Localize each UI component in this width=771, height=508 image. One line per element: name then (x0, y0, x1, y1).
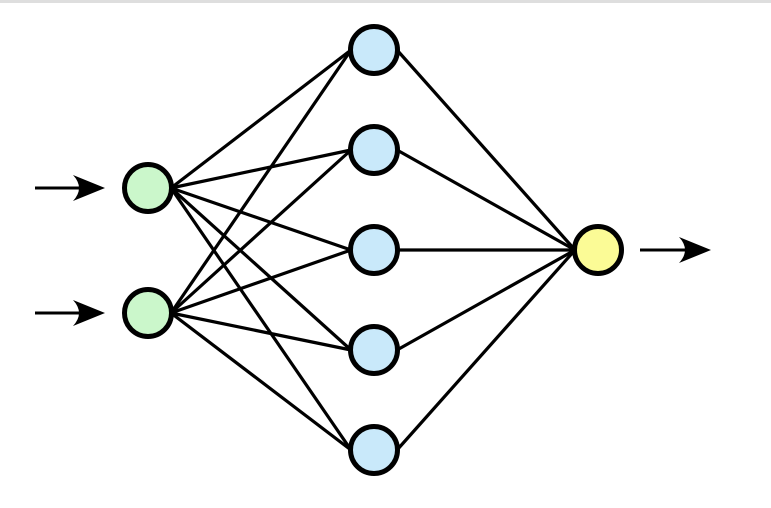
edge-input-2-to-hidden-1 (169, 49, 353, 314)
input-arrow-1-head (73, 175, 105, 201)
input-1-node (122, 162, 174, 214)
edge-hidden-5-to-output-1 (395, 248, 577, 452)
hidden-5-node (348, 424, 400, 476)
hidden-3-node (348, 224, 400, 276)
edge-input-2-to-hidden-5 (170, 311, 352, 452)
output-1-node (572, 224, 624, 276)
edge-input-2-to-hidden-2 (169, 148, 353, 315)
input-2-node (122, 287, 174, 339)
edge-input-2-to-hidden-4 (170, 311, 352, 352)
hidden-4-node (348, 324, 400, 376)
top-border (0, 0, 771, 3)
edge-input-1-to-hidden-5 (169, 187, 353, 451)
edge-input-2-to-hidden-3 (170, 248, 352, 315)
edge-input-1-to-hidden-3 (170, 186, 352, 252)
edge-hidden-2-to-output-1 (396, 148, 576, 252)
hidden-2-node (348, 124, 400, 176)
input-arrow-2-head (73, 300, 105, 326)
edge-input-1-to-hidden-1 (170, 48, 352, 190)
edge-input-1-to-hidden-4 (169, 186, 353, 352)
hidden-1-node (348, 24, 400, 76)
edge-input-1-to-hidden-2 (170, 148, 352, 190)
edge-hidden-4-to-output-1 (396, 248, 576, 352)
output-arrow-1-head (679, 237, 711, 263)
edge-hidden-1-to-output-1 (395, 48, 577, 252)
